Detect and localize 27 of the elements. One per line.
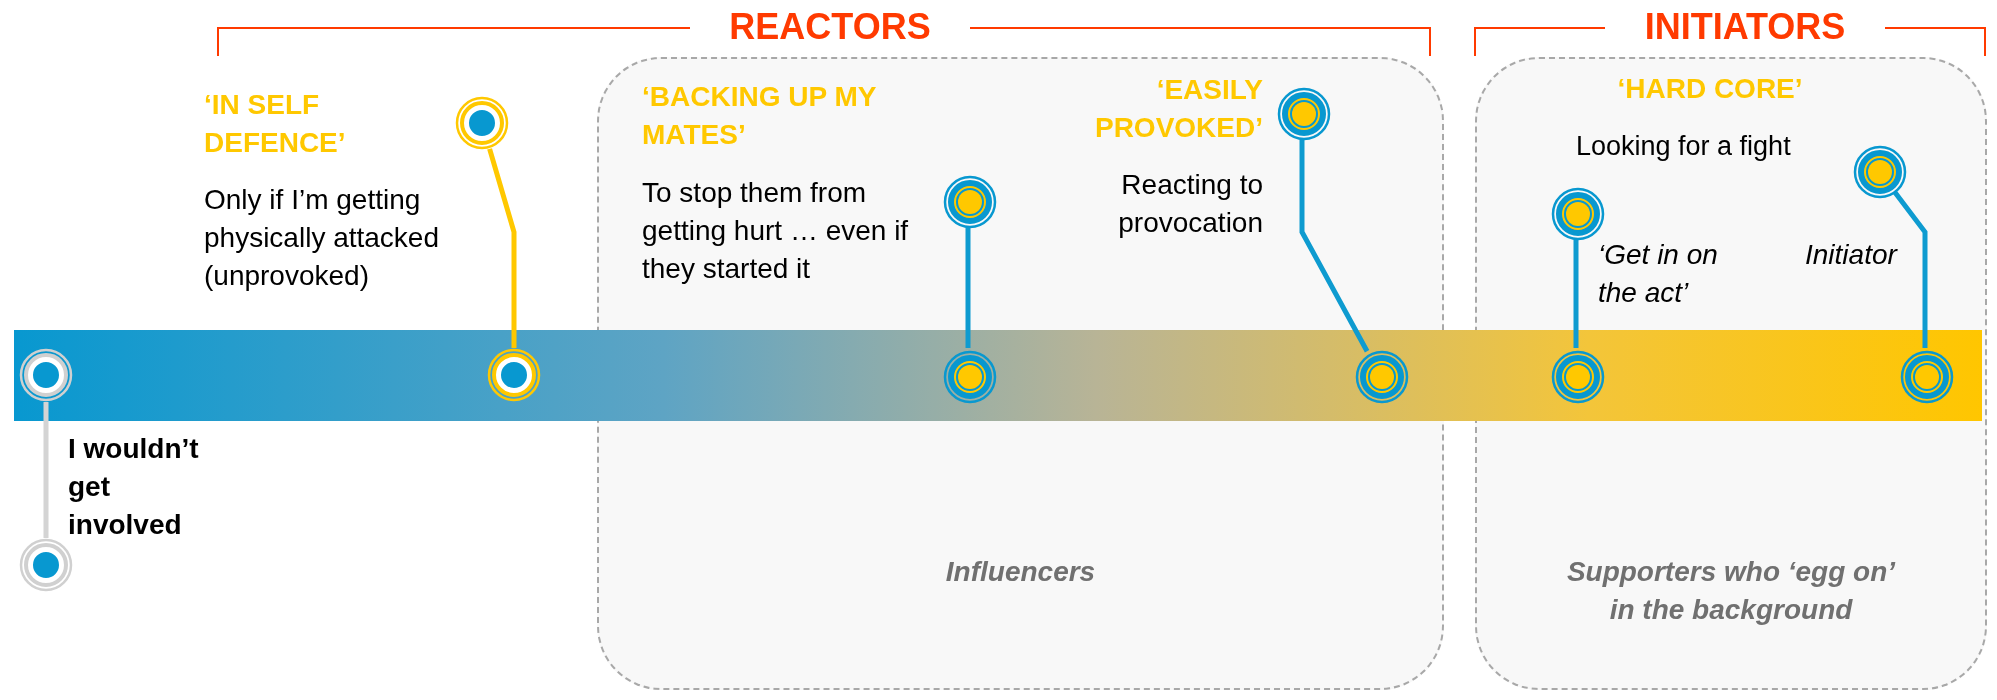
ring-marker (1853, 145, 1907, 199)
description-text: Initiator (1805, 238, 1899, 272)
description-text: Looking for a fight (1576, 130, 1792, 163)
ring-marker (1277, 87, 1331, 141)
description-text: Reacting to provocation (1117, 168, 1263, 240)
description-text: ‘Get in on the act’ (1598, 238, 1719, 310)
description-text: To stop them from getting hurt … even if they started it (642, 176, 910, 286)
group-label: Supporters who ‘egg on’ in the background (1565, 555, 1897, 627)
connector-line (43, 402, 49, 538)
category-heading: ‘HARD CORE’ (1616, 72, 1804, 106)
ring-marker (455, 96, 509, 150)
connector-line (1892, 190, 1928, 348)
description-text: I wouldn’t get involved (68, 432, 200, 542)
group-label: Influencers (944, 555, 1097, 589)
description-text: Only if I’m getting physically attacked (unprovoked) (204, 183, 440, 293)
category-heading: ‘IN SELF DEFENCE’ (204, 88, 347, 160)
ring-marker (487, 348, 541, 402)
ring-marker (943, 175, 997, 229)
connector-line (1573, 239, 1579, 348)
connector-line (487, 148, 517, 348)
ring-marker (1551, 187, 1605, 241)
ring-marker (19, 348, 73, 402)
connector-line (965, 227, 971, 348)
category-heading: ‘BACKING UP MY MATES’ (642, 80, 877, 152)
ring-marker (19, 538, 73, 592)
connector-line (1299, 139, 1370, 353)
category-heading: ‘EASILY PROVOKED’ (1093, 73, 1263, 145)
